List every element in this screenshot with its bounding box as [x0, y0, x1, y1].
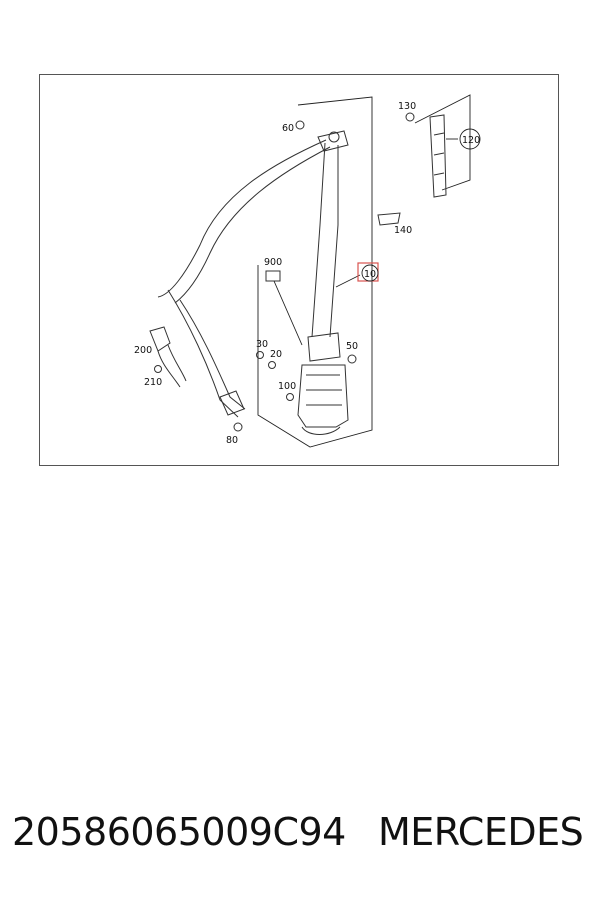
- callout-210: 210: [144, 377, 162, 388]
- assembly-bracket: [257, 96, 373, 448]
- seatbelt-exploded-view: 60 130 120 140 10 900 200 210 30 20 50 1…: [134, 94, 481, 448]
- callout-10-circle: [361, 264, 379, 282]
- bolt-100: [286, 393, 294, 401]
- washer-20: [268, 361, 276, 369]
- parts-diagram: 60 130 120 140 10 900 200 210 30 20 50 1…: [39, 74, 559, 466]
- retractor-bracket: [414, 94, 471, 191]
- bolt-60: [295, 120, 305, 130]
- callout-30: 30: [256, 339, 268, 350]
- belt-webbing-shoulder: [157, 139, 327, 298]
- callout-120: 120: [462, 135, 480, 146]
- upper-guide-loop: [317, 130, 349, 152]
- callout-140: 140: [394, 225, 412, 236]
- belt-webbing-lap-inner: [179, 299, 246, 410]
- brand-name: MERCEDES: [378, 810, 584, 854]
- callout-50: 50: [346, 341, 358, 352]
- bracket-clip: [377, 212, 401, 226]
- height-adjuster-rail: [429, 114, 447, 198]
- belt-webbing-shoulder-inner: [174, 146, 331, 304]
- leader-10: [335, 274, 361, 288]
- bolt-80: [233, 422, 243, 432]
- bolt-30: [256, 351, 264, 359]
- callout-120-circle: [459, 128, 481, 150]
- belt-webbing-vertical: [311, 142, 326, 338]
- bolt-210: [154, 365, 162, 373]
- callout-20: 20: [270, 349, 282, 360]
- belt-buckle: [149, 326, 187, 388]
- connector-plug: [265, 270, 303, 346]
- lower-anchor-plate: [219, 390, 245, 416]
- callout-100: 100: [278, 381, 296, 392]
- callout-60: 60: [282, 123, 294, 134]
- belt-retractor: [297, 332, 349, 435]
- callout-130: 130: [398, 101, 416, 112]
- belt-webbing-vertical-inner: [329, 145, 339, 338]
- callout-10: 10: [364, 269, 376, 280]
- product-caption: 20586065009C94 MERCEDES: [0, 804, 600, 864]
- part-number: 20586065009C94: [12, 810, 346, 854]
- callout-200: 200: [134, 345, 152, 356]
- callout-900: 900: [264, 257, 282, 268]
- callout-80: 80: [226, 435, 238, 446]
- bolt-50: [347, 354, 357, 364]
- belt-webbing-lap: [167, 289, 239, 418]
- bolt-130: [405, 112, 415, 122]
